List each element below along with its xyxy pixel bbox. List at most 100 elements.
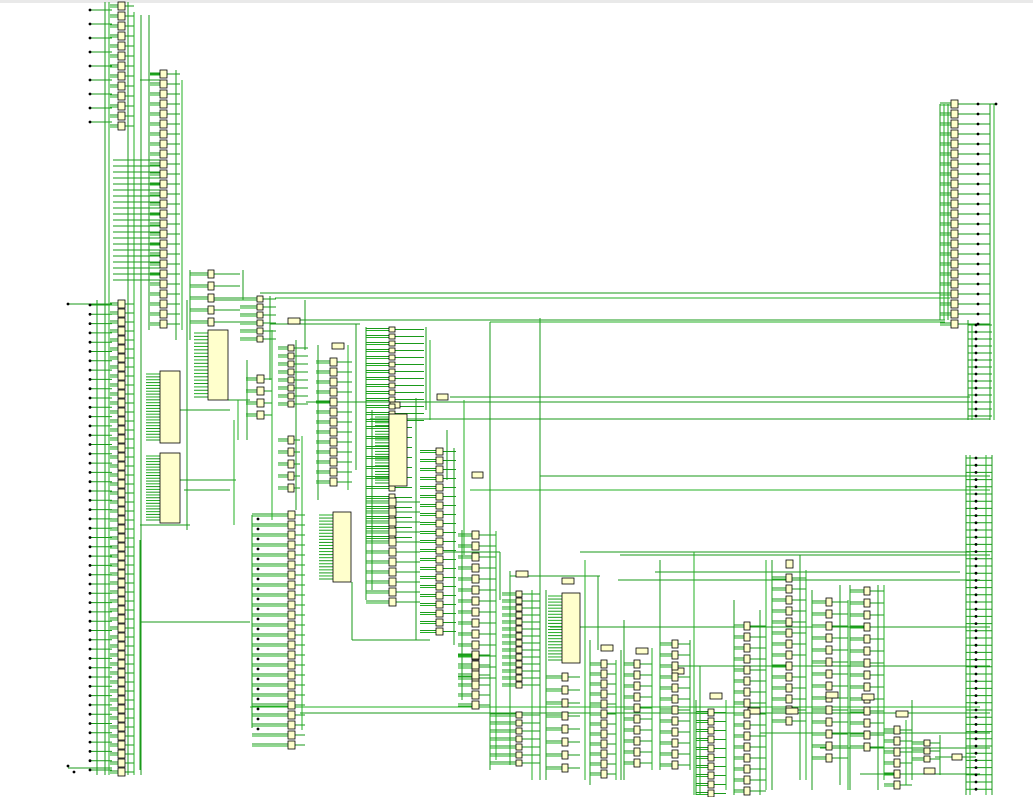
buffer-cell[interactable] xyxy=(600,644,614,652)
logic-cell[interactable] xyxy=(117,101,126,111)
io-port[interactable] xyxy=(976,282,980,286)
logic-cell[interactable] xyxy=(159,199,168,209)
io-port[interactable] xyxy=(88,703,92,707)
io-port[interactable] xyxy=(256,697,260,701)
logic-cell[interactable] xyxy=(743,786,751,796)
logic-cell[interactable] xyxy=(825,621,833,631)
logic-cell[interactable] xyxy=(950,239,959,249)
io-port[interactable] xyxy=(256,557,260,561)
io-port[interactable] xyxy=(974,629,978,633)
buffer-cell[interactable] xyxy=(331,342,345,350)
io-port[interactable] xyxy=(974,780,978,784)
logic-cell[interactable] xyxy=(893,780,901,790)
buffer-cell[interactable] xyxy=(471,471,484,479)
logic-cell[interactable] xyxy=(117,551,126,561)
io-port[interactable] xyxy=(976,182,980,186)
logic-cell[interactable] xyxy=(435,591,444,600)
logic-cell[interactable] xyxy=(671,661,679,671)
logic-cell[interactable] xyxy=(287,530,296,540)
logic-cell[interactable] xyxy=(287,392,295,400)
logic-cell[interactable] xyxy=(117,121,126,131)
io-port[interactable] xyxy=(976,222,980,226)
buffer-cell[interactable] xyxy=(436,393,449,401)
logic-cell[interactable] xyxy=(329,417,338,427)
logic-cell[interactable] xyxy=(707,780,715,789)
io-port[interactable] xyxy=(974,751,978,755)
io-port[interactable] xyxy=(256,607,260,611)
logic-cell[interactable] xyxy=(435,492,444,501)
logic-cell[interactable] xyxy=(863,670,871,680)
logic-cell[interactable] xyxy=(785,683,793,693)
logic-cell[interactable] xyxy=(471,585,480,595)
logic-cell[interactable] xyxy=(863,586,871,596)
logic-cell[interactable] xyxy=(159,89,168,99)
logic-cell[interactable] xyxy=(950,159,959,169)
logic-cell[interactable] xyxy=(950,319,959,329)
logic-cell[interactable] xyxy=(893,758,901,768)
logic-cell[interactable] xyxy=(117,51,126,61)
logic-cell[interactable] xyxy=(471,552,480,562)
io-port[interactable] xyxy=(974,665,978,669)
buffer-cell[interactable] xyxy=(785,707,799,715)
logic-cell[interactable] xyxy=(159,79,168,89)
logic-cell[interactable] xyxy=(743,687,751,697)
io-port[interactable] xyxy=(88,312,92,316)
logic-cell[interactable] xyxy=(671,694,679,704)
logic-cell[interactable] xyxy=(388,382,396,389)
logic-cell[interactable] xyxy=(707,762,715,771)
logic-cell[interactable] xyxy=(825,657,833,667)
io-port[interactable] xyxy=(88,684,92,688)
logic-cell[interactable] xyxy=(435,609,444,618)
io-port[interactable] xyxy=(974,365,978,369)
io-port[interactable] xyxy=(256,597,260,601)
logic-cell[interactable] xyxy=(388,396,396,403)
logic-cell[interactable] xyxy=(515,597,523,605)
logic-cell[interactable] xyxy=(561,737,569,747)
logic-cell[interactable] xyxy=(117,299,126,309)
io-port[interactable] xyxy=(974,694,978,697)
logic-cell[interactable] xyxy=(159,189,168,199)
logic-cell[interactable] xyxy=(117,41,126,51)
logic-cell[interactable] xyxy=(743,654,751,664)
logic-cell[interactable] xyxy=(471,607,480,617)
logic-cell[interactable] xyxy=(600,679,608,689)
logic-cell[interactable] xyxy=(388,537,397,547)
logic-cell[interactable] xyxy=(515,674,523,682)
logic-cell[interactable] xyxy=(515,632,523,640)
logic-cell[interactable] xyxy=(329,467,338,477)
logic-cell[interactable] xyxy=(287,580,296,590)
logic-cell[interactable] xyxy=(515,618,523,626)
logic-cell[interactable] xyxy=(117,344,126,354)
io-port[interactable] xyxy=(88,433,92,437)
logic-cell[interactable] xyxy=(117,659,126,669)
io-port[interactable] xyxy=(974,773,978,777)
io-port[interactable] xyxy=(974,351,978,355)
io-port[interactable] xyxy=(974,679,978,683)
logic-cell[interactable] xyxy=(117,488,126,498)
logic-cell[interactable] xyxy=(117,443,126,453)
logic-cell[interactable] xyxy=(515,590,523,598)
logic-cell[interactable] xyxy=(950,179,959,189)
logic-cell[interactable] xyxy=(388,403,396,410)
io-port[interactable] xyxy=(256,647,260,651)
io-port[interactable] xyxy=(974,651,978,654)
io-port[interactable] xyxy=(974,463,978,467)
logic-cell[interactable] xyxy=(117,650,126,660)
logic-cell[interactable] xyxy=(435,519,444,528)
logic-cell[interactable] xyxy=(117,81,126,91)
io-port[interactable] xyxy=(88,582,92,586)
logic-cell[interactable] xyxy=(256,335,264,343)
io-port[interactable] xyxy=(88,340,92,344)
io-port[interactable] xyxy=(976,172,980,176)
logic-cell[interactable] xyxy=(388,389,396,396)
logic-cell[interactable] xyxy=(671,672,679,682)
logic-cell[interactable] xyxy=(785,661,793,671)
logic-cell[interactable] xyxy=(256,311,264,319)
logic-cell[interactable] xyxy=(287,620,296,630)
io-port[interactable] xyxy=(974,358,978,362)
logic-cell[interactable] xyxy=(561,685,569,695)
io-port[interactable] xyxy=(88,489,92,493)
logic-cell[interactable] xyxy=(388,497,397,507)
logic-cell[interactable] xyxy=(515,625,523,633)
logic-cell[interactable] xyxy=(117,587,126,597)
